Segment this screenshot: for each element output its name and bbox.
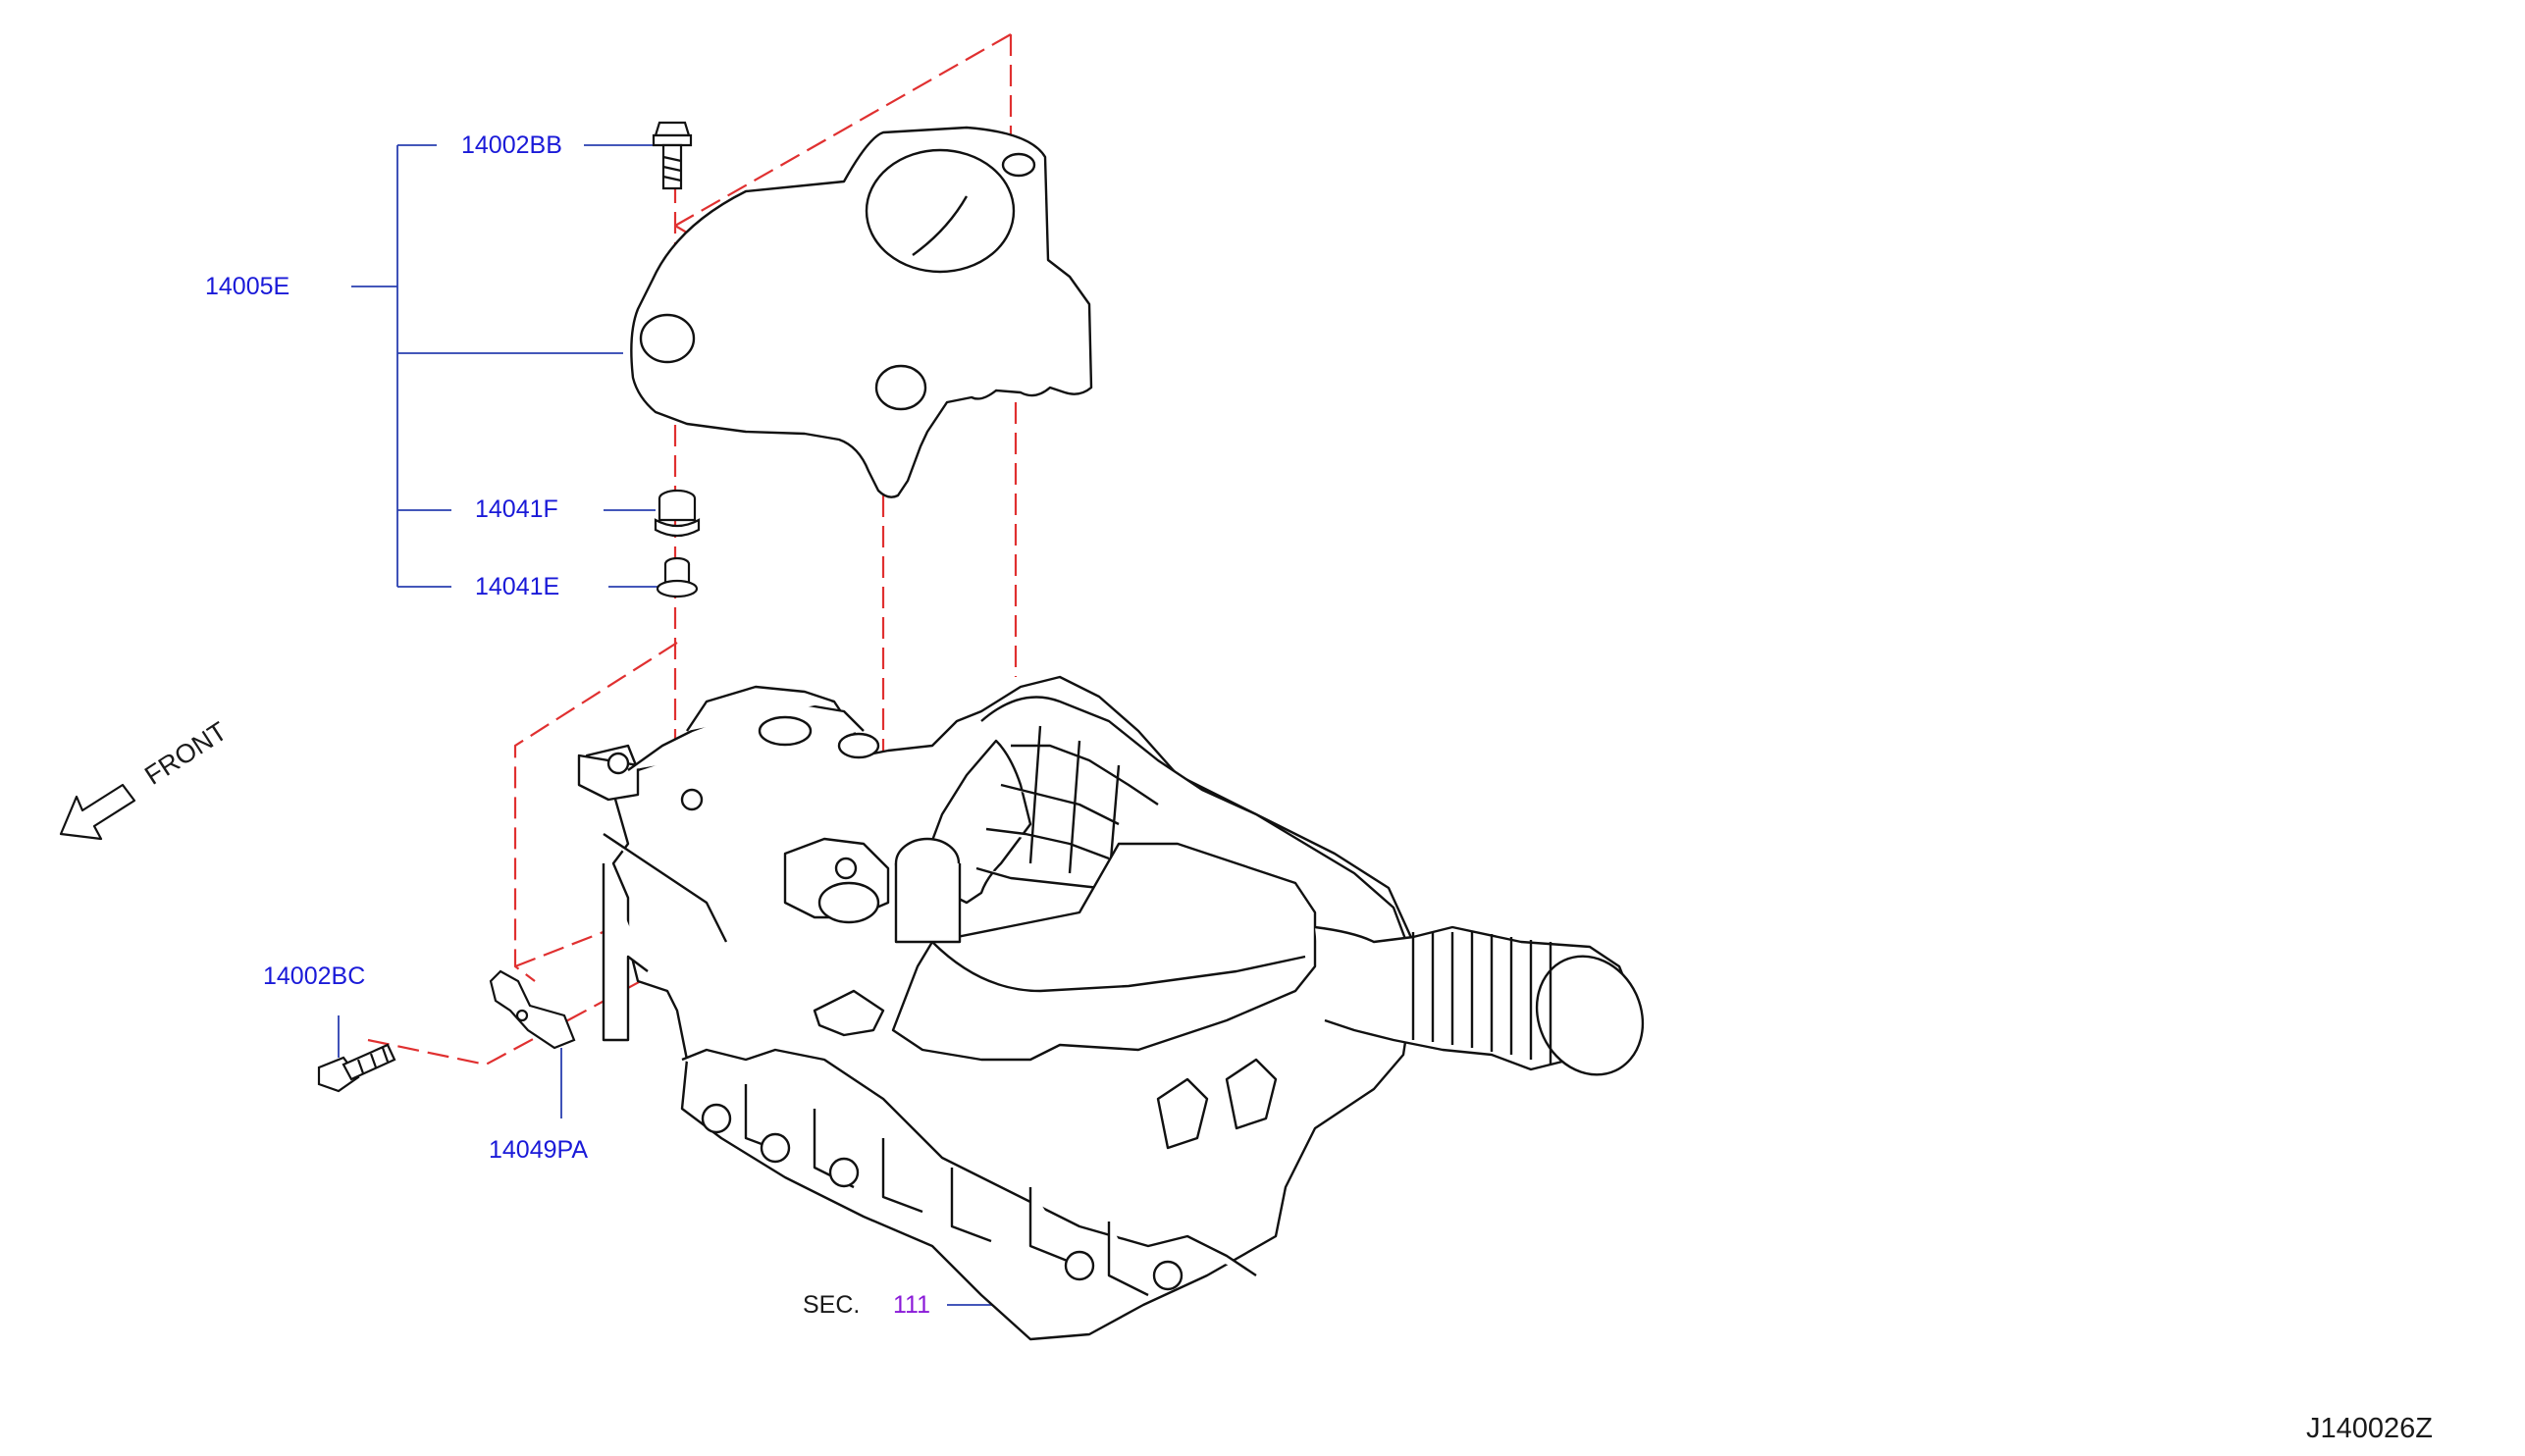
part-label-14041f[interactable]: 14041F [475, 495, 558, 523]
part-label-14005e[interactable]: 14005E [205, 273, 290, 300]
section-ref-prefix: SEC. [803, 1291, 861, 1319]
section-ref-link[interactable]: 111 [893, 1291, 931, 1319]
bracket-14049pa[interactable] [489, 969, 576, 1050]
collar-14041e[interactable] [656, 556, 699, 598]
drawing-code: J140026Z [2306, 1413, 2433, 1444]
bolt-14002bc[interactable] [317, 1043, 396, 1093]
part-label-14049pa[interactable]: 14049PA [489, 1136, 589, 1164]
part-label-14041e[interactable]: 14041E [475, 573, 560, 600]
bolt-14002bb[interactable] [652, 121, 693, 190]
front-arrow-icon [59, 783, 136, 841]
grommet-14041f[interactable] [654, 489, 701, 538]
leader-lines [338, 144, 1016, 1306]
part-label-14002bb[interactable]: 14002BB [461, 131, 562, 159]
engine-assembly [577, 675, 1645, 1341]
engine-cover-part[interactable] [630, 126, 1093, 498]
part-label-14002bc[interactable]: 14002BC [263, 962, 366, 990]
